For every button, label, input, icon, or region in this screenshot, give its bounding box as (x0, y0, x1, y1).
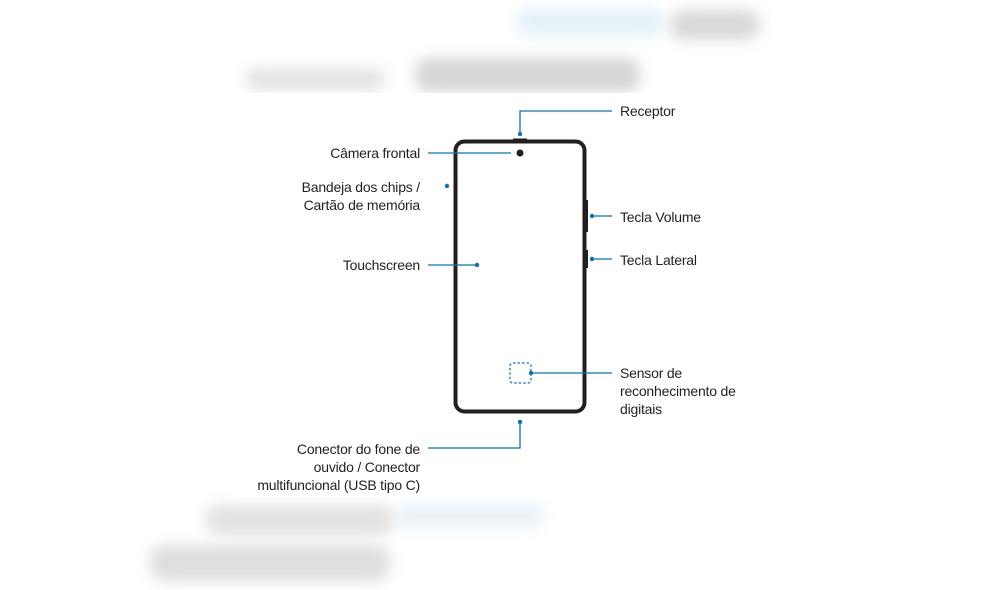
fingerprint-sensor-shape (509, 362, 532, 384)
volume-key-shape (585, 200, 588, 232)
label-conector-line2: ouvido / Conector (313, 459, 421, 475)
front-camera-icon (516, 149, 524, 157)
label-camera-frontal: Câmera frontal (330, 144, 420, 162)
label-conector-line3: multifuncional (USB tipo C) (257, 477, 420, 493)
receptor-leader-line (519, 110, 612, 134)
label-bandeja-line2: Cartão de memória (303, 197, 421, 213)
tray-leader-dot (444, 183, 450, 189)
label-camera-frontal-text: Câmera frontal (330, 145, 420, 161)
label-touchscreen-text: Touchscreen (342, 257, 420, 273)
label-conector-line1: Conector do fone de (296, 441, 420, 457)
lateral-leader-dot (589, 256, 595, 262)
volume-leader-dot (589, 213, 595, 219)
blurred-background-fragment (205, 505, 395, 535)
label-sensor-line1: Sensor de (620, 365, 683, 381)
label-tecla-volume-text: Tecla Volume (620, 209, 701, 225)
label-sensor-line3: digitais (620, 401, 662, 417)
connector-leader-dot (517, 419, 523, 425)
label-sensor-line2: reconhecimento de (620, 383, 736, 399)
sensor-leader-dot (528, 370, 534, 376)
blurred-background-fragment (235, 93, 765, 498)
label-receptor-text: Receptor (620, 103, 676, 119)
blurred-background-fragment (515, 8, 665, 36)
phone-outline (453, 139, 587, 414)
label-tecla-volume: Tecla Volume (620, 208, 701, 226)
blurred-background-fragment (150, 545, 390, 581)
blurred-background-fragment (415, 58, 640, 92)
label-tecla-lateral: Tecla Lateral (620, 251, 697, 269)
receptor-leader-dot (517, 131, 523, 137)
blurred-background-fragment (245, 68, 385, 90)
side-key-shape (585, 250, 588, 268)
connector-leader-line (428, 422, 521, 449)
label-conector: Conector do fone de ouvido / Conector mu… (257, 440, 420, 494)
label-tecla-lateral-text: Tecla Lateral (620, 252, 697, 268)
touchscreen-leader-dot (474, 262, 480, 268)
blurred-background-fragment (395, 505, 545, 527)
label-bandeja-line1: Bandeja dos chips / (301, 179, 421, 195)
label-touchscreen: Touchscreen (343, 256, 420, 274)
blurred-background-fragment (670, 10, 760, 40)
label-sensor-digitais: Sensor de reconhecimento de digitais (620, 364, 736, 418)
label-receptor: Receptor (620, 102, 675, 120)
label-bandeja-chips: Bandeja dos chips / Cartão de memória (301, 178, 421, 214)
